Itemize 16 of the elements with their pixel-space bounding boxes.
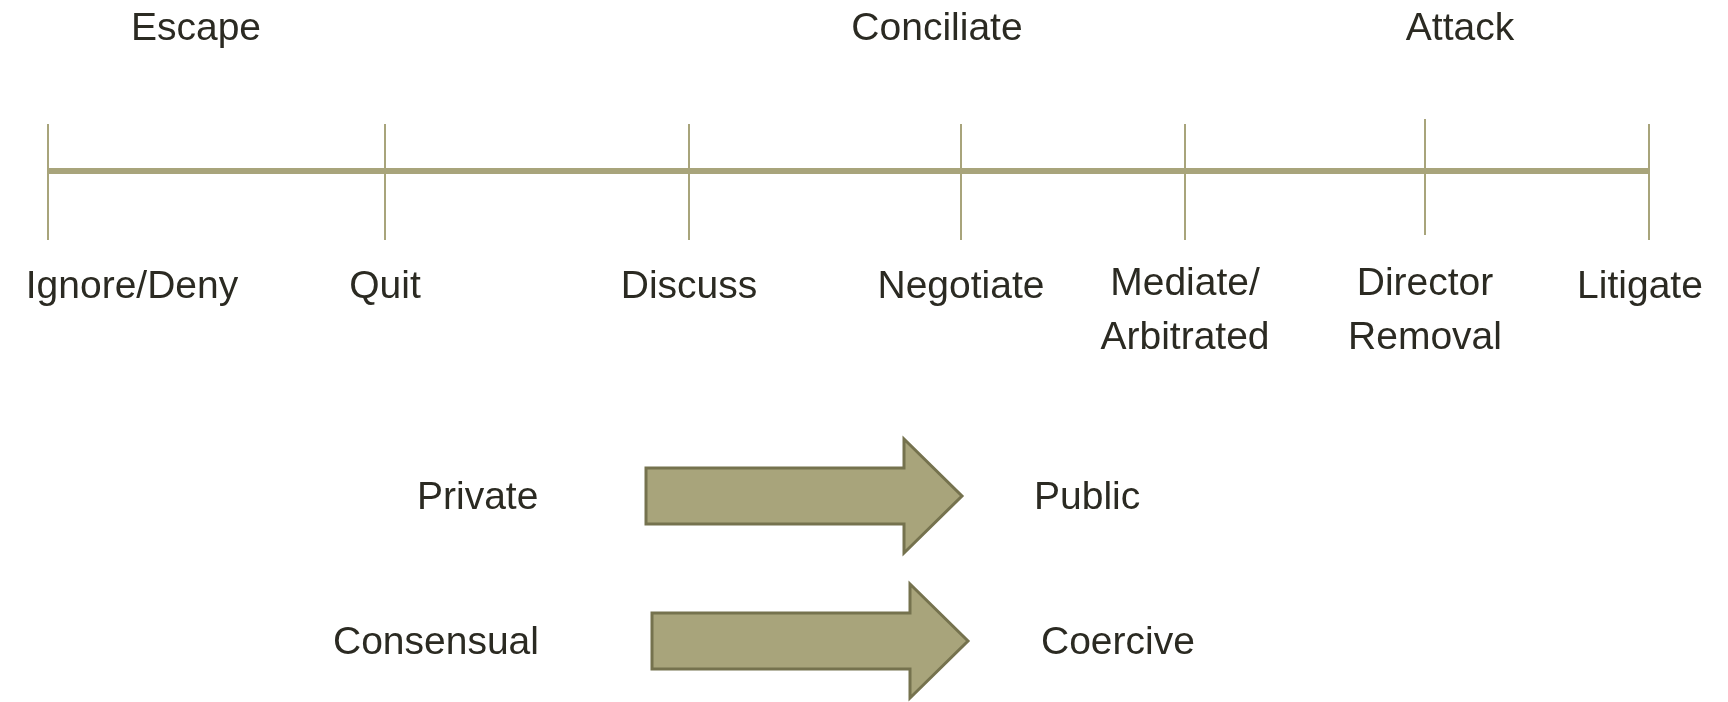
category-heading: Attack — [1405, 5, 1515, 48]
scale-label: Discuss — [620, 263, 758, 306]
endpoint-label: Consensual — [333, 618, 539, 664]
scale-label: Director Removal — [1348, 260, 1502, 357]
scale-label: Negotiate — [877, 263, 1045, 306]
endpoint-label: Private — [417, 473, 539, 519]
endpoint-label: Public — [1034, 473, 1141, 519]
block-arrow — [644, 435, 965, 557]
scale-label: Ignore/Deny — [25, 263, 239, 306]
scale-label: Quit — [349, 263, 421, 306]
block-arrow — [650, 580, 971, 702]
category-heading: Escape — [130, 5, 262, 48]
endpoint-label: Coercive — [1041, 618, 1195, 664]
scale-label: Mediate/ Arbitrated — [1100, 260, 1270, 357]
scale-label: Litigate — [1577, 263, 1703, 306]
category-heading: Conciliate — [851, 5, 1023, 48]
